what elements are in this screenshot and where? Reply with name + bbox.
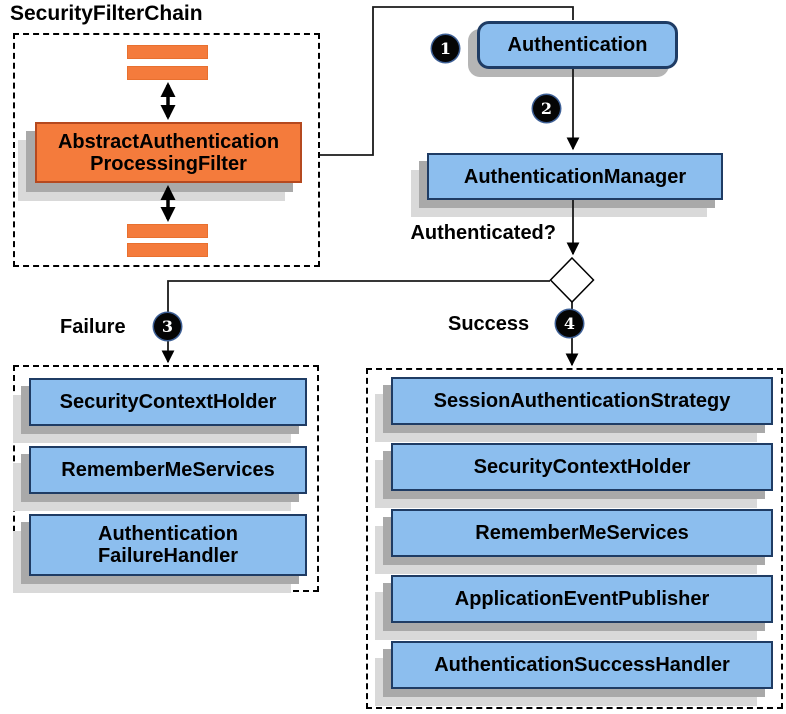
authenticated-question-label: Authenticated? <box>410 222 556 244</box>
failure-authentication-failure-handler-node: Authentication FailureHandler <box>29 514 307 576</box>
failure-remember-me-services-node: RememberMeServices <box>29 446 307 494</box>
success-item-label: ApplicationEventPublisher <box>454 588 710 610</box>
step-2-badge: 2 <box>533 95 560 122</box>
filter-placeholder-bar-2 <box>127 66 208 80</box>
success-label: Success <box>448 313 530 335</box>
filter-node-label-line2: ProcessingFilter <box>90 152 247 175</box>
failure-item-label-line2: FailureHandler <box>97 545 239 567</box>
success-remember-me-services-node: RememberMeServices <box>391 509 773 557</box>
failure-item-label-line1: Authentication <box>98 523 238 545</box>
authentication-node: Authentication <box>477 21 678 69</box>
success-item-label: SessionAuthenticationStrategy <box>433 390 731 412</box>
success-item-label: SecurityContextHolder <box>473 456 691 478</box>
success-session-authentication-strategy-node: SessionAuthenticationStrategy <box>391 377 773 425</box>
security-filter-chain-panel <box>13 33 320 267</box>
failure-panel: SecurityContextHolder RememberMeServices… <box>13 365 319 592</box>
success-application-event-publisher-node: ApplicationEventPublisher <box>391 575 773 623</box>
step-4-badge: 4 <box>556 310 583 337</box>
filter-placeholder-bar-3 <box>127 224 208 238</box>
failure-label: Failure <box>60 316 126 338</box>
security-filter-chain-title: SecurityFilterChain <box>10 2 203 25</box>
authentication-manager-node-label: AuthenticationManager <box>463 165 687 188</box>
filter-placeholder-bar-1 <box>127 45 208 59</box>
success-item-label: AuthenticationSuccessHandler <box>434 654 730 676</box>
success-panel: SessionAuthenticationStrategy SecurityCo… <box>366 368 783 709</box>
authentication-node-label: Authentication <box>507 34 648 56</box>
failure-item-label: SecurityContextHolder <box>59 391 277 413</box>
filter-placeholder-bar-4 <box>127 243 208 257</box>
abstract-authentication-processing-filter-node: AbstractAuthentication ProcessingFilter <box>35 122 302 183</box>
success-security-context-holder-node: SecurityContextHolder <box>391 443 773 491</box>
step-3-badge: 3 <box>154 313 181 340</box>
success-authentication-success-handler-node: AuthenticationSuccessHandler <box>391 641 773 689</box>
decision-diamond <box>549 256 595 304</box>
failure-item-label: RememberMeServices <box>61 459 275 481</box>
step-1-badge: 1 <box>432 35 459 62</box>
failure-security-context-holder-node: SecurityContextHolder <box>29 378 307 426</box>
success-item-label: RememberMeServices <box>475 522 689 544</box>
filter-node-label-line1: AbstractAuthentication <box>57 130 280 153</box>
authentication-manager-node: AuthenticationManager <box>427 153 723 200</box>
